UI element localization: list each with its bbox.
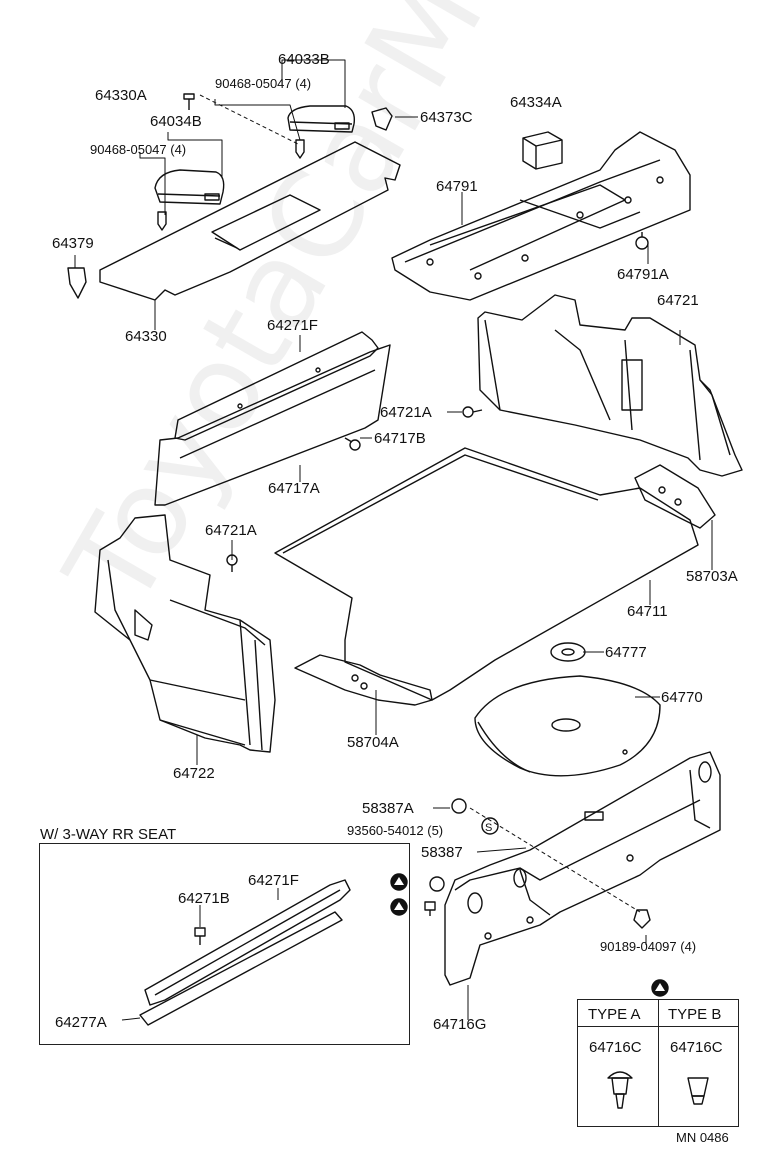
type-b-header: TYPE B (668, 1006, 722, 1023)
type-a-part: 64716C (589, 1039, 642, 1056)
washer-93560: S (481, 817, 499, 835)
label-90189: 90189-04097 (4) (600, 939, 697, 954)
label-64716g: 64716G (433, 1016, 487, 1033)
clip-64373c (371, 107, 393, 131)
inset-leaders (121, 888, 279, 1021)
clip-64717b (344, 437, 361, 451)
block-64334a (522, 131, 563, 170)
inset-box (39, 843, 410, 1045)
type-b-fastener-drawing (687, 1077, 709, 1105)
screw-64330a (183, 93, 195, 110)
clip-64379 (67, 267, 87, 299)
label-64721a-right: 64721A (380, 404, 432, 421)
side-trim-64721 (477, 294, 743, 477)
label-64721: 64721 (657, 292, 699, 309)
fastener-top (429, 876, 445, 892)
label-64034b: 64034B (150, 113, 202, 130)
label-64330: 64330 (125, 328, 167, 345)
label-90468-left: 90468-05047 (4) (90, 142, 187, 157)
label-93560: 93560-54012 (5) (347, 823, 444, 838)
plate-58703a (634, 464, 716, 529)
label-64373c: 64373C (420, 109, 473, 126)
label-64791: 64791 (436, 178, 478, 195)
triangle-markers (390, 873, 669, 997)
label-64717a: 64717A (268, 480, 320, 497)
package-tray-64330 (99, 141, 401, 301)
label-64717b: 64717B (374, 430, 426, 447)
inset-label-64277a: 64277A (55, 1014, 107, 1031)
board-64271f (174, 331, 379, 441)
type-b-part: 64716C (670, 1039, 723, 1056)
label-64033b: 64033B (278, 51, 330, 68)
back-panel-64716g (444, 751, 721, 986)
inset-title: W/ 3-WAY RR SEAT (40, 826, 177, 843)
label-64721a-left: 64721A (205, 522, 257, 539)
label-64271f: 64271F (267, 317, 318, 334)
leader-lines (74, 59, 713, 1020)
spacer-64777 (550, 642, 586, 662)
label-64770: 64770 (661, 689, 703, 706)
label-58704a: 58704A (347, 734, 399, 751)
label-64791a: 64791A (617, 266, 669, 283)
clip-90468-top (295, 139, 305, 159)
label-58703a: 58703A (686, 568, 738, 585)
label-64379: 64379 (52, 235, 94, 252)
inset-clip-64271b (194, 927, 206, 945)
type-table (577, 999, 739, 1127)
label-64711: 64711 (627, 603, 668, 620)
label-64330a: 64330A (95, 87, 147, 104)
type-a-fastener-drawing (607, 1071, 633, 1109)
inset-label-64271b: 64271B (178, 890, 230, 907)
part-64034b-pad (154, 169, 225, 231)
label-64722: 64722 (173, 765, 215, 782)
clip-64791a (635, 232, 649, 250)
fastener-bottom (424, 901, 436, 916)
label-58387a: 58387A (362, 800, 414, 817)
svg-text:S: S (485, 822, 492, 834)
label-58387: 58387 (421, 844, 463, 861)
inset-board-64271f (144, 879, 351, 1006)
diagram-id: MN 0486 (676, 1130, 729, 1145)
spare-cover-64770 (474, 675, 661, 777)
inset-strip-64277a (139, 911, 343, 1026)
floor-mat-64711 (274, 447, 699, 701)
type-a-header: TYPE A (588, 1006, 641, 1023)
clip-64721a-right (462, 406, 483, 418)
part-64033b-pad (287, 105, 356, 133)
clip-64721a-left (226, 554, 238, 572)
bracket-64791 (391, 131, 691, 301)
side-trim-64722 (94, 514, 276, 753)
plate-58704a (294, 654, 433, 706)
type-table-column-divider (658, 1000, 659, 1126)
label-64334a: 64334A (510, 94, 562, 111)
clip-90189 (633, 909, 651, 929)
label-90468-top: 90468-05047 (4) (215, 76, 312, 91)
clip-58387a (451, 798, 467, 814)
label-64777: 64777 (605, 644, 647, 661)
board-64717a (154, 344, 391, 506)
inset-label-64271f: 64271F (248, 872, 299, 889)
